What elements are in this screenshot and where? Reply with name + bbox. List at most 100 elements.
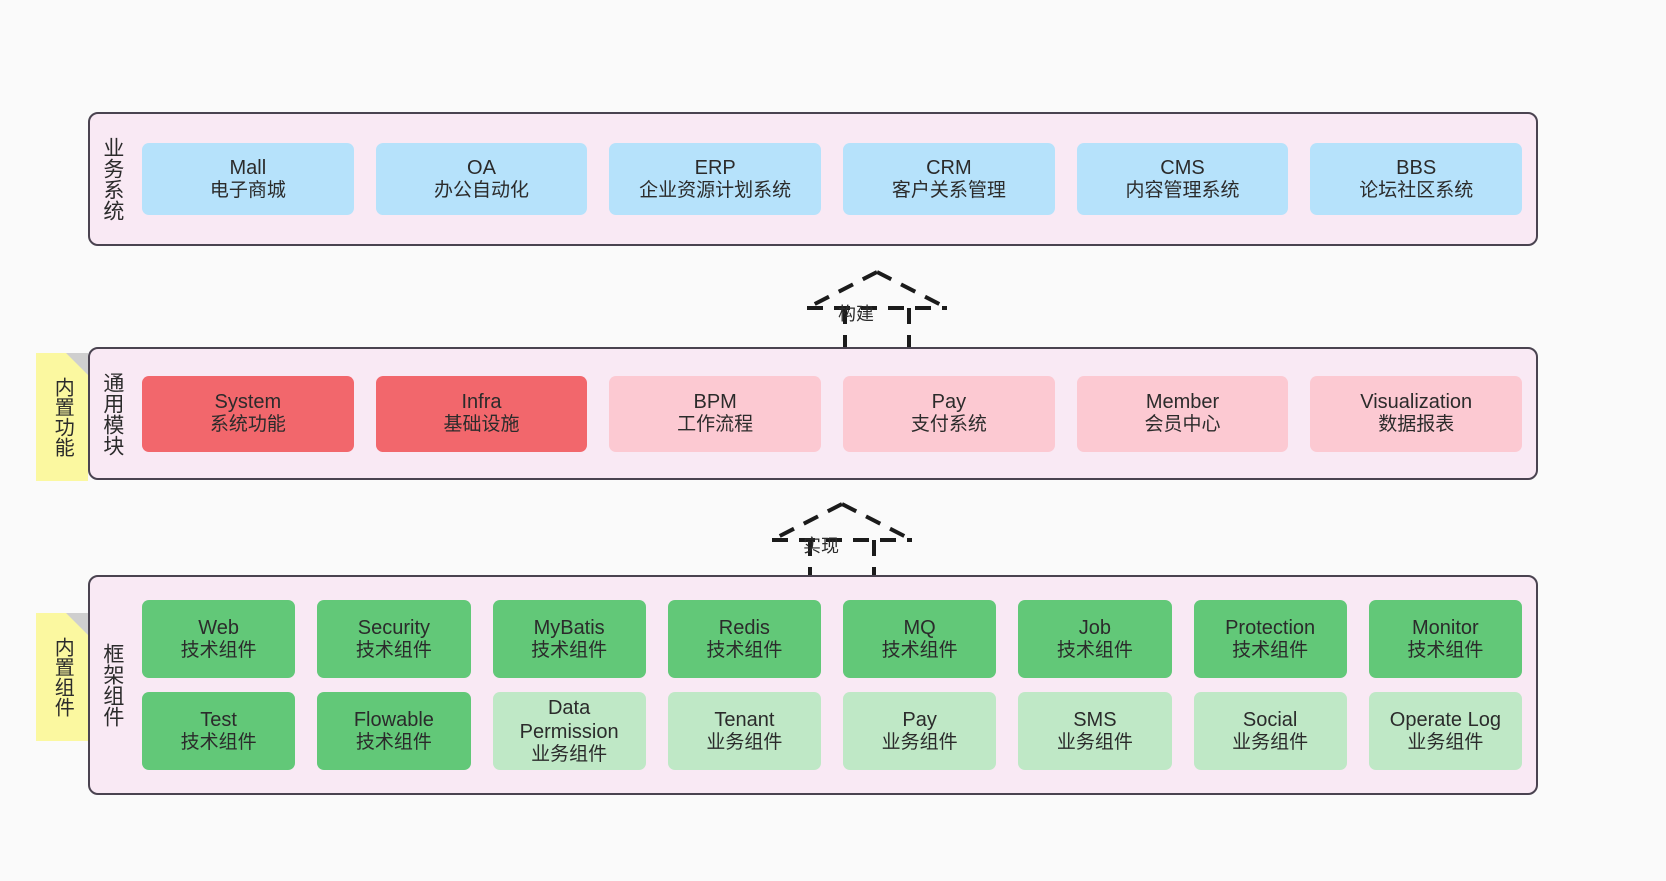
- box-subtitle: 企业资源计划系统: [639, 179, 792, 201]
- layer-framework-components: 框架组件 Web 技术组件 Security 技术组件 MyBatis 技术组件…: [88, 575, 1538, 795]
- box-mq[interactable]: MQ 技术组件: [843, 600, 997, 678]
- box-sms[interactable]: SMS 业务组件: [1018, 692, 1172, 770]
- box-title: Security: [357, 616, 430, 639]
- sticky-note-builtin-features: 内置功能: [36, 353, 88, 481]
- box-title: BBS: [1396, 156, 1437, 179]
- box-mybatis[interactable]: MyBatis 技术组件: [492, 600, 646, 678]
- layer-framework-components-body: Web 技术组件 Security 技术组件 MyBatis 技术组件 Redi…: [134, 577, 1536, 793]
- box-subtitle: 业务组件: [881, 731, 958, 753]
- box-subtitle: 业务组件: [531, 743, 608, 765]
- box-subtitle: 技术组件: [180, 731, 257, 753]
- box-subtitle: 技术组件: [180, 639, 257, 661]
- box-title: BPM: [693, 391, 737, 414]
- box-subtitle: 内容管理系统: [1125, 179, 1240, 201]
- box-title: Visualization: [1360, 391, 1473, 414]
- box-subtitle: 技术组件: [355, 731, 432, 753]
- box-cms[interactable]: CMS 内容管理系统: [1076, 143, 1289, 215]
- box-subtitle: 支付系统: [910, 414, 987, 436]
- box-title: Mall: [229, 156, 267, 179]
- box-title: Redis: [718, 616, 770, 639]
- box-mall[interactable]: Mall 电子商城: [142, 143, 354, 215]
- box-title: Data Permission: [519, 696, 619, 743]
- layer-business-system: 业务系统 Mall 电子商城 OA 办公自动化 ERP 企业资源计划系统 CRM…: [88, 112, 1538, 246]
- box-oa[interactable]: OA 办公自动化: [375, 143, 588, 215]
- box-job[interactable]: Job 技术组件: [1018, 600, 1172, 678]
- box-erp[interactable]: ERP 企业资源计划系统: [609, 143, 822, 215]
- box-tenant[interactable]: Tenant 业务组件: [667, 692, 821, 770]
- box-title: Member: [1145, 391, 1220, 414]
- box-infra[interactable]: Infra 基础设施: [375, 375, 588, 452]
- sticky-fold-corner-icon: [66, 353, 88, 375]
- layer-common-modules-body: System 系统功能 Infra 基础设施 BPM 工作流程 Pay 支付系统…: [134, 349, 1536, 478]
- box-subtitle: 数据报表: [1378, 414, 1455, 436]
- sticky-note-builtin-components: 内置组件: [36, 613, 88, 741]
- box-operate-log[interactable]: Operate Log 业务组件: [1368, 692, 1522, 770]
- box-title: CMS: [1160, 156, 1205, 179]
- box-subtitle: 技术组件: [355, 639, 432, 661]
- generalization-arrow-icon: [771, 502, 913, 584]
- box-flowable[interactable]: Flowable 技术组件: [317, 692, 471, 770]
- box-row: Mall 电子商城 OA 办公自动化 ERP 企业资源计划系统 CRM 客户关系…: [142, 143, 1523, 215]
- box-title: CRM: [926, 156, 972, 179]
- box-subtitle: 技术组件: [1407, 639, 1484, 661]
- box-data-permission[interactable]: Data Permission 业务组件: [492, 692, 646, 770]
- box-title: Protection: [1225, 616, 1316, 639]
- box-subtitle: 业务组件: [706, 731, 783, 753]
- box-subtitle: 业务组件: [1407, 731, 1484, 753]
- box-pay[interactable]: Pay 支付系统: [843, 375, 1055, 452]
- box-bpm[interactable]: BPM 工作流程: [609, 375, 822, 452]
- box-title: ERP: [694, 156, 736, 179]
- box-subtitle: 论坛社区系统: [1359, 179, 1474, 201]
- box-subtitle: 会员中心: [1144, 414, 1221, 436]
- box-visualization[interactable]: Visualization 数据报表: [1310, 375, 1523, 452]
- box-title: Pay: [931, 391, 967, 414]
- box-subtitle: 技术组件: [531, 639, 608, 661]
- box-title: Social: [1242, 708, 1298, 731]
- box-title: MQ: [903, 616, 936, 639]
- box-security[interactable]: Security 技术组件: [317, 600, 471, 678]
- layer-framework-components-label: 框架组件: [100, 643, 124, 727]
- box-subtitle: 客户关系管理: [891, 179, 1006, 201]
- box-test[interactable]: Test 技术组件: [142, 692, 296, 770]
- box-system[interactable]: System 系统功能: [142, 375, 354, 452]
- box-title: Infra: [461, 391, 502, 414]
- connector-build-label: 构建: [838, 304, 874, 324]
- box-subtitle: 工作流程: [677, 414, 754, 436]
- layer-common-modules: 通用模块 System 系统功能 Infra 基础设施 BPM 工作流程 Pay…: [88, 347, 1538, 480]
- box-subtitle: 技术组件: [1232, 639, 1309, 661]
- sticky-fold-corner-icon: [66, 613, 88, 635]
- sticky-note-label: 内置功能: [51, 377, 74, 457]
- box-title: Monitor: [1412, 616, 1479, 639]
- box-subtitle: 系统功能: [209, 414, 286, 436]
- box-subtitle: 电子商城: [209, 179, 286, 201]
- box-protection[interactable]: Protection 技术组件: [1193, 600, 1347, 678]
- generalization-arrow-icon: [806, 270, 948, 352]
- box-web[interactable]: Web 技术组件: [142, 600, 296, 678]
- box-title: MyBatis: [533, 616, 605, 639]
- box-monitor[interactable]: Monitor 技术组件: [1368, 600, 1522, 678]
- box-title: Test: [200, 708, 237, 731]
- box-subtitle: 业务组件: [1056, 731, 1133, 753]
- layer-common-modules-label: 通用模块: [100, 371, 124, 456]
- box-crm[interactable]: CRM 客户关系管理: [843, 143, 1055, 215]
- box-title: OA: [467, 156, 496, 179]
- box-title: System: [214, 391, 282, 414]
- box-row: System 系统功能 Infra 基础设施 BPM 工作流程 Pay 支付系统…: [142, 375, 1523, 452]
- layer-business-system-label: 业务系统: [100, 137, 124, 221]
- box-title: Tenant: [714, 708, 775, 731]
- box-row: Test 技术组件 Flowable 技术组件 Data Permission …: [142, 692, 1522, 770]
- box-bbs[interactable]: BBS 论坛社区系统: [1310, 143, 1523, 215]
- connector-build: 构建: [787, 258, 967, 352]
- box-title: Pay: [902, 708, 937, 731]
- box-title: Flowable: [353, 708, 434, 731]
- box-redis[interactable]: Redis 技术组件: [667, 600, 821, 678]
- box-pay-component[interactable]: Pay 业务组件: [843, 692, 997, 770]
- box-member[interactable]: Member 会员中心: [1076, 375, 1289, 452]
- box-title: Operate Log: [1389, 708, 1501, 731]
- layer-business-system-body: Mall 电子商城 OA 办公自动化 ERP 企业资源计划系统 CRM 客户关系…: [134, 114, 1536, 244]
- box-title: SMS: [1073, 708, 1117, 731]
- sticky-note-label: 内置组件: [51, 637, 74, 717]
- box-social[interactable]: Social 业务组件: [1193, 692, 1347, 770]
- box-title: Web: [198, 616, 239, 639]
- box-row: Web 技术组件 Security 技术组件 MyBatis 技术组件 Redi…: [142, 600, 1522, 678]
